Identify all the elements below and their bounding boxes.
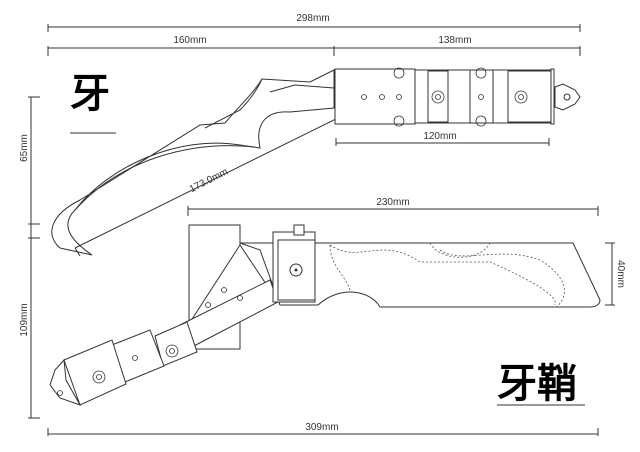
dim-40-label: 40mm xyxy=(615,260,626,288)
dim-309: 309mm xyxy=(47,422,599,436)
dim-65-label: 65mm xyxy=(19,134,30,162)
dim-298-label: 298mm xyxy=(296,13,329,24)
pommel-icon xyxy=(554,83,581,111)
snap-button-icon xyxy=(293,224,305,236)
dim-309-label: 309mm xyxy=(305,422,338,433)
sheath-lock xyxy=(272,224,316,303)
sheath-title: 牙鞘 xyxy=(497,361,577,407)
dim-230: 230mm xyxy=(187,197,599,216)
sheath-handle xyxy=(49,244,279,406)
knife-handle xyxy=(334,67,581,127)
dim-138-label: 138mm xyxy=(438,35,471,46)
dim-120: 120mm xyxy=(335,131,550,146)
knife-title: 牙 xyxy=(70,71,110,117)
knife-blade xyxy=(51,69,335,256)
dim-109-label: 109mm xyxy=(19,303,30,336)
dim-160-label: 160mm xyxy=(173,35,206,46)
dim-overall-knife: 298mm xyxy=(47,13,581,32)
dim-109: 109mm xyxy=(19,223,40,419)
dim-230-label: 230mm xyxy=(376,197,409,208)
dim-173-label: 173.0mm xyxy=(188,166,230,195)
dim-120-label: 120mm xyxy=(423,131,456,142)
dim-40: 40mm xyxy=(605,242,626,306)
dim-65: 65mm xyxy=(19,96,40,239)
dim-blade-handle: 160mm 138mm xyxy=(47,35,581,56)
sheath-body xyxy=(239,242,601,309)
